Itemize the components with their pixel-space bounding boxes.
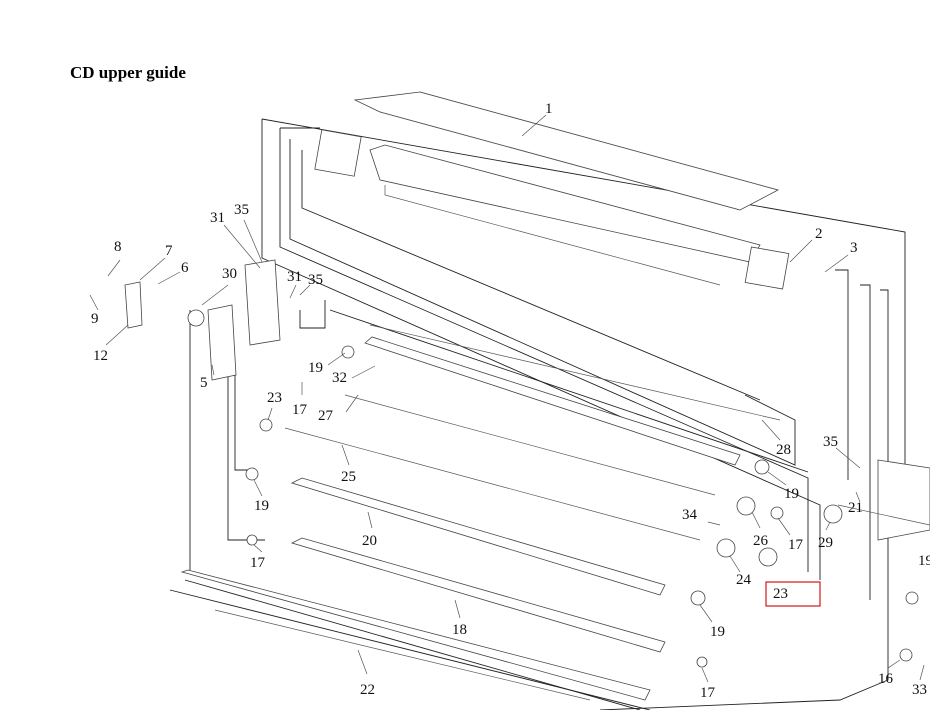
callout: 19: [254, 498, 269, 514]
part-right-gears: [690, 459, 919, 668]
callout: 31: [210, 210, 225, 226]
callout: 19: [784, 486, 799, 502]
highlight-box: [765, 581, 821, 607]
callout: 8: [114, 239, 122, 255]
callout: 28: [776, 442, 791, 458]
callout: 19: [710, 624, 725, 640]
callout: 29: [818, 535, 833, 551]
part-lower-plate: [180, 569, 651, 701]
callout: 17: [250, 555, 266, 571]
callout: 35: [234, 202, 249, 218]
callout: 31: [287, 269, 302, 285]
callout: 2: [815, 226, 823, 242]
callout: 20: [362, 533, 377, 549]
callout: 23: [267, 390, 282, 406]
callout: 12: [93, 348, 108, 364]
callout: 30: [222, 266, 237, 282]
callout: 25: [341, 469, 356, 485]
callout: 5: [200, 375, 208, 391]
callout: 33: [912, 682, 927, 698]
callout: 16: [878, 671, 894, 687]
part-right-assembly: [837, 459, 930, 541]
callout: 17: [292, 402, 308, 418]
callout: 1: [545, 101, 553, 117]
callout: 22: [360, 682, 375, 698]
callout: 7: [165, 243, 173, 259]
callout: 35: [823, 434, 838, 450]
callout: 19: [918, 553, 930, 569]
callout: 6: [181, 260, 189, 276]
callout: 21: [848, 500, 863, 516]
part-rollers: [284, 324, 781, 653]
callout: 27: [318, 408, 334, 424]
part-guide-comb: [314, 129, 790, 290]
callout: 19: [308, 360, 323, 376]
callout: 18: [452, 622, 467, 638]
callout: 17: [788, 537, 804, 553]
part-left-plates: [124, 259, 355, 546]
callout: 32: [332, 370, 347, 386]
callout: 9: [91, 311, 99, 327]
page-title: CD upper guide: [70, 63, 186, 82]
callout: 3: [850, 240, 858, 256]
callout: 35: [308, 272, 323, 288]
callout: 17: [700, 685, 716, 701]
callout: 34: [682, 507, 698, 523]
callout: 26: [753, 533, 769, 549]
callout-labels: 1 2 3 5 6 7 8 9 12 16 17 17 17 17 18 19 …: [91, 101, 930, 701]
leader-lines: [89, 114, 925, 683]
part-upper-channel: [353, 91, 780, 211]
callout: 24: [736, 572, 752, 588]
callout: 23: [773, 586, 788, 602]
